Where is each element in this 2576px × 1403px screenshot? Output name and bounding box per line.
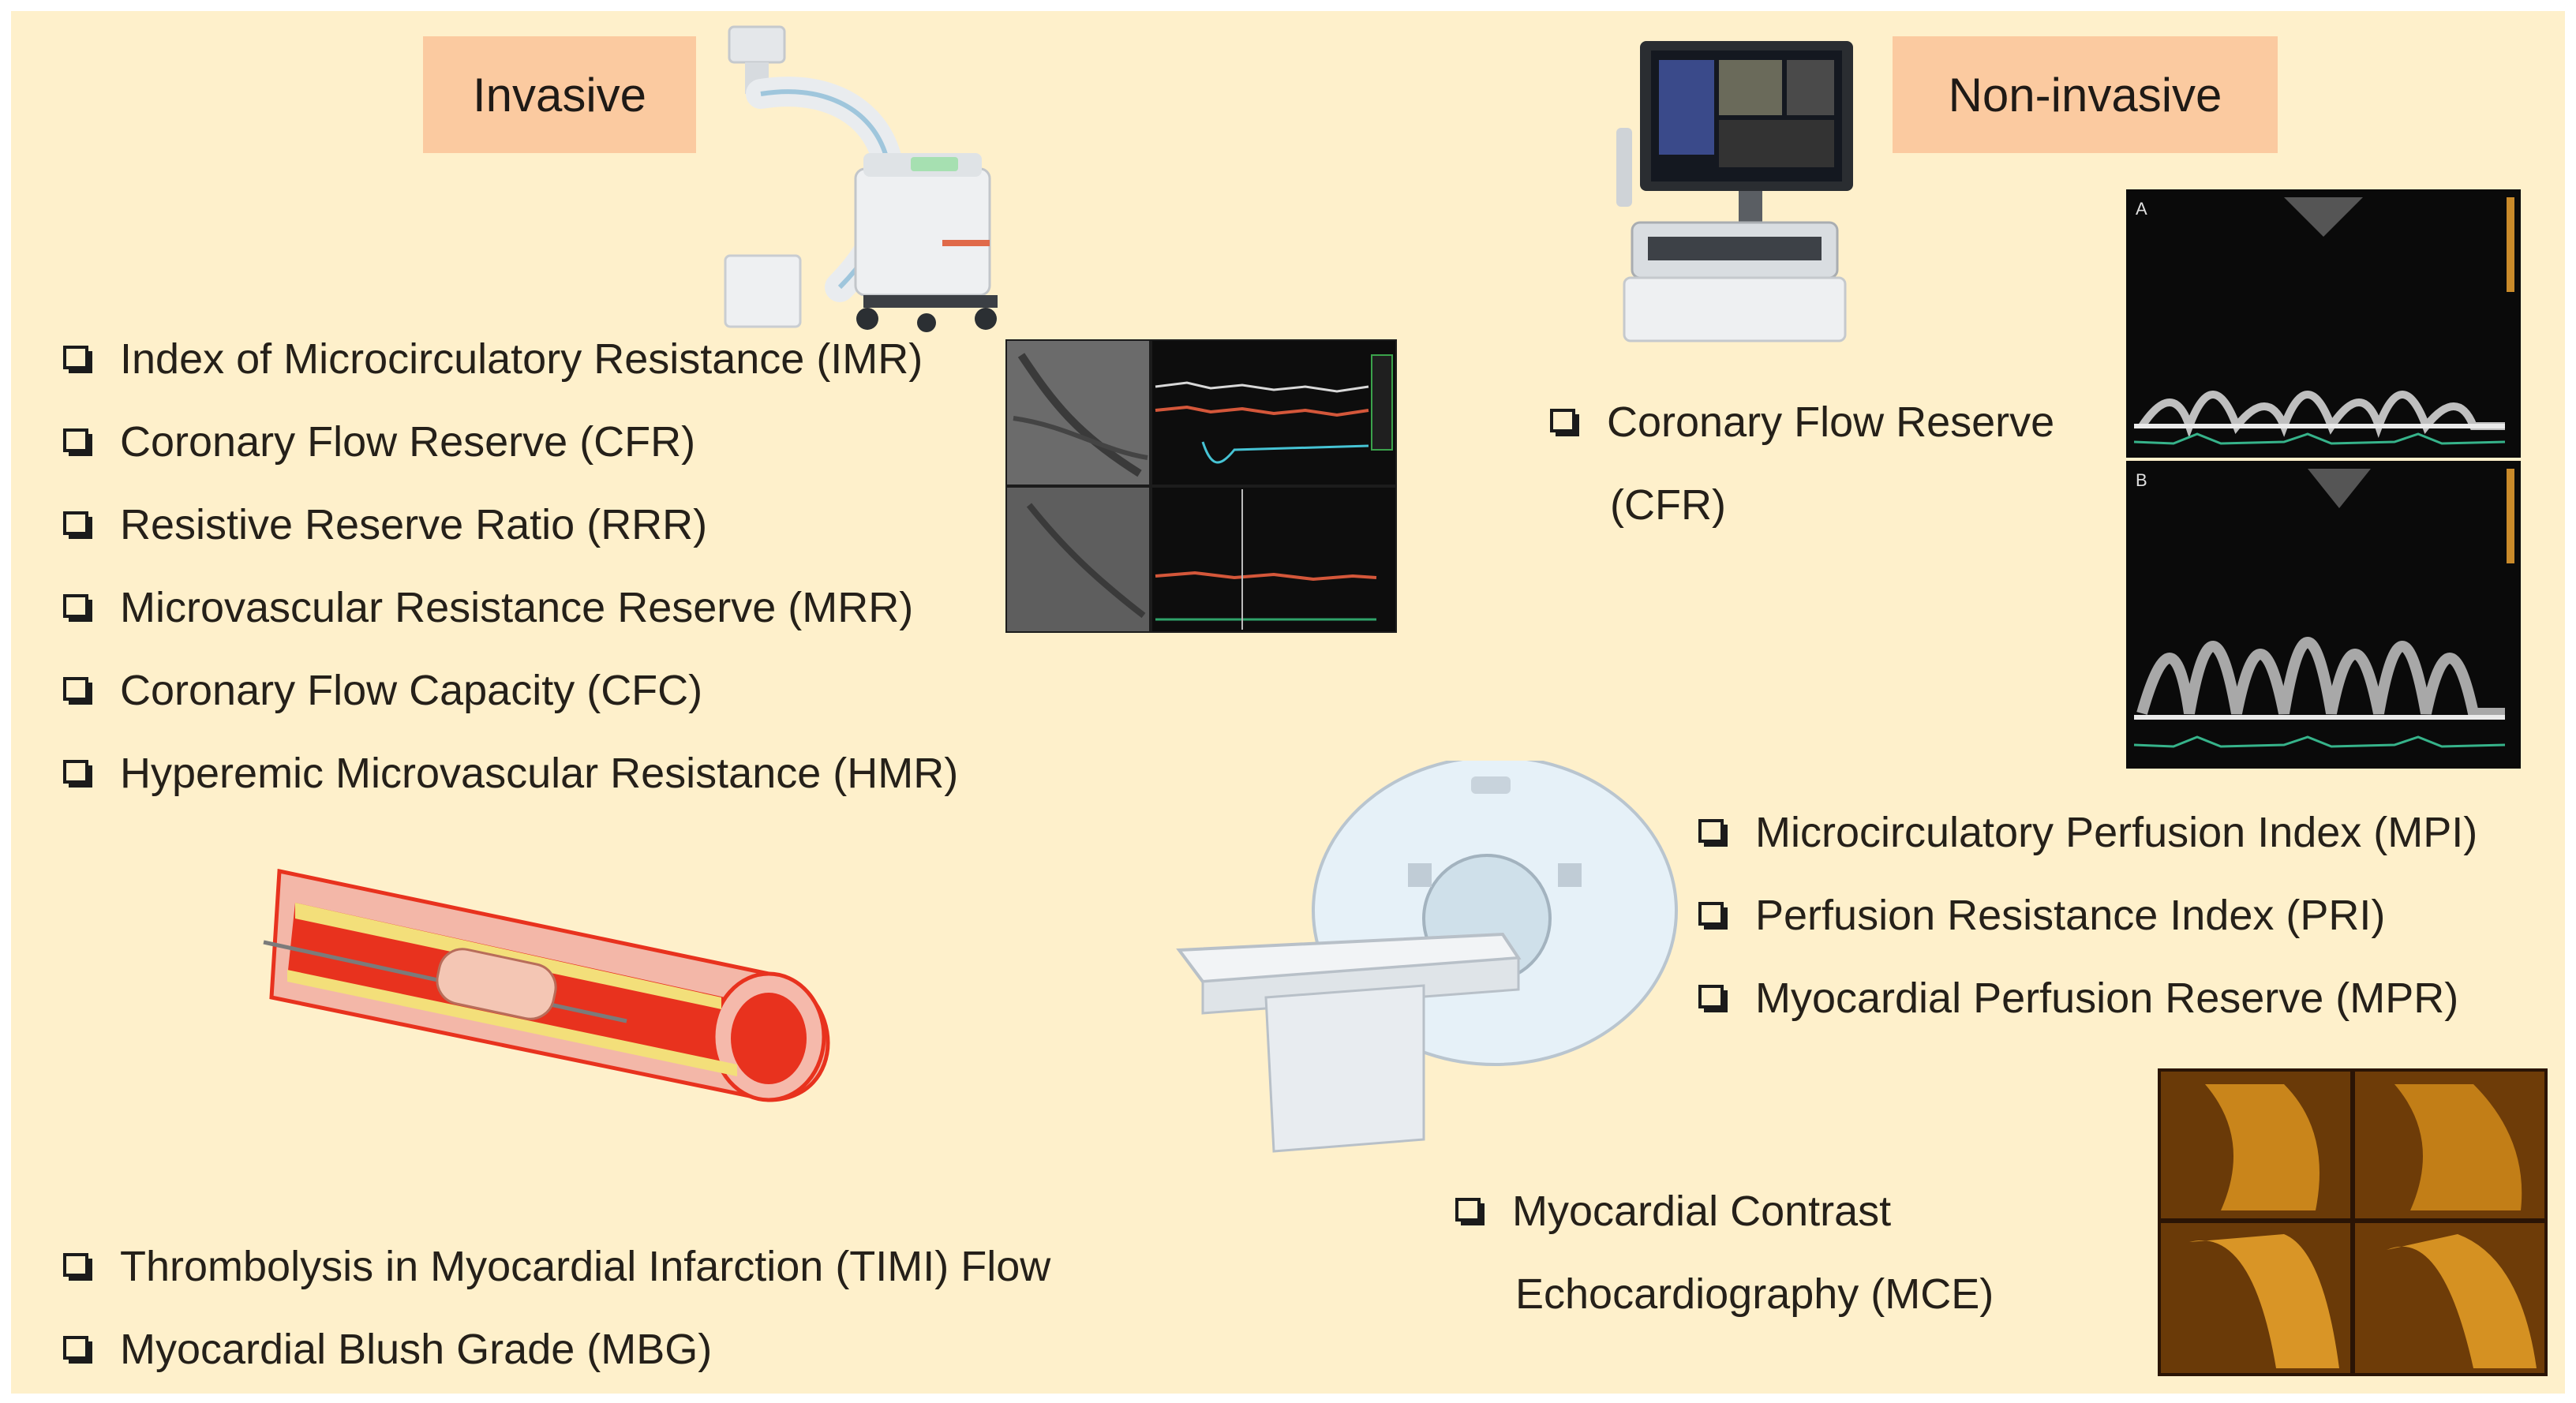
non-invasive-header: Non-invasive [1893,36,2278,153]
doppler-panel-a-image: A [2126,189,2521,458]
list-item: Perfusion Resistance Index (PRI) [1698,891,2385,940]
mri-scanner-icon [1176,761,1678,1153]
item-label: Perfusion Resistance Index (PRI) [1755,892,2386,939]
item-label: Coronary Flow Reserve (CFR) [120,418,696,466]
angiography-pressure-tracing-image [1005,339,1397,633]
checkbox-bullet-icon [63,511,88,535]
vessel-balloon-icon [263,868,830,1102]
ultrasound-machine-icon [1616,41,1853,342]
checkbox-bullet-icon [63,677,88,701]
list-item: Microvascular Resistance Reserve (MRR) [63,583,913,632]
invasive-header: Invasive [423,36,696,153]
c-arm-icon [724,25,998,332]
item-label: Index of Microcirculatory Resistance (IM… [120,335,923,383]
item-label: Coronary Flow Reserve [1607,398,2055,446]
checkbox-bullet-icon [63,346,88,369]
item-label: Microvascular Resistance Reserve (MRR) [120,584,914,631]
list-item: Myocardial Perfusion Reserve (MPR) [1698,974,2458,1023]
checkbox-bullet-icon [63,760,88,784]
list-item: Microcirculatory Perfusion Index (MPI) [1698,808,2477,857]
panel-label-b: B [2136,470,2147,490]
item-label: Thrombolysis in Myocardial Infarction (T… [120,1243,1051,1290]
list-item: Coronary Flow Reserve [1550,398,2054,447]
list-item-continuation: (CFR) [1610,481,1726,529]
item-label: Resistive Reserve Ratio (RRR) [120,501,708,548]
diagram-panel: Invasive Non-invasive Index of Microcirc… [11,11,2565,1394]
checkbox-bullet-icon [63,594,88,618]
item-label: Myocardial Blush Grade (MBG) [120,1326,713,1373]
item-label: Echocardiography (MCE) [1515,1270,1994,1318]
list-item-continuation: Echocardiography (MCE) [1515,1270,1994,1319]
checkbox-bullet-icon [1698,985,1724,1008]
list-item: Hyperemic Microvascular Resistance (HMR) [63,749,958,798]
list-item: Thrombolysis in Myocardial Infarction (T… [63,1242,1050,1291]
item-label: Microcirculatory Perfusion Index (MPI) [1755,809,2478,856]
checkbox-bullet-icon [1698,902,1724,926]
list-item: Myocardial Blush Grade (MBG) [63,1325,712,1374]
checkbox-bullet-icon [1455,1198,1481,1222]
item-label: Coronary Flow Capacity (CFC) [120,667,703,714]
item-label: (CFR) [1610,481,1726,529]
item-label: Hyperemic Microvascular Resistance (HMR) [120,750,959,797]
item-label: Myocardial Perfusion Reserve (MPR) [1755,975,2459,1022]
contrast-echo-image [2158,1068,2548,1376]
checkbox-bullet-icon [63,1253,88,1277]
checkbox-bullet-icon [1550,409,1575,432]
item-label: Myocardial Contrast [1512,1188,1892,1235]
panel-label-a: A [2136,199,2147,219]
checkbox-bullet-icon [1698,819,1724,843]
list-item: Coronary Flow Capacity (CFC) [63,666,702,715]
list-item: Resistive Reserve Ratio (RRR) [63,500,707,549]
checkbox-bullet-icon [63,428,88,452]
list-item: Coronary Flow Reserve (CFR) [63,417,695,466]
list-item: Index of Microcirculatory Resistance (IM… [63,335,923,383]
checkbox-bullet-icon [63,1336,88,1360]
doppler-panel-b-image: B [2126,461,2521,769]
list-item: Myocardial Contrast [1455,1187,1891,1236]
